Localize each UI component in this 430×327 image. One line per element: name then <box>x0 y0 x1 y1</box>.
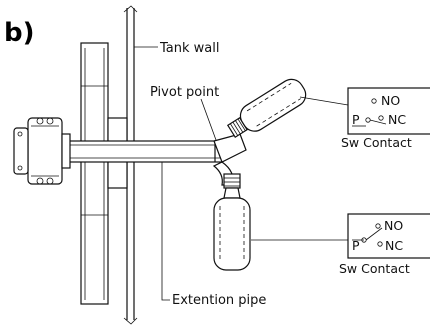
switch-p-label-upper: P <box>352 112 360 127</box>
panel-label: b) <box>4 18 35 48</box>
tank-wall-label: Tank wall <box>159 41 219 56</box>
switch-title-lower: Sw Contact <box>339 261 410 276</box>
junction-box <box>13 117 71 185</box>
flange <box>80 42 128 305</box>
extension-pipe-leader <box>161 162 170 301</box>
switch-p-label-lower: P <box>352 238 360 253</box>
switch-nc-label-upper: NC <box>388 112 406 127</box>
pivot-point-leader <box>200 98 217 141</box>
extension-pipe-label: Extention pipe <box>172 293 266 308</box>
pivot-joint <box>212 133 247 186</box>
switch-contact-lower: NO P NC Sw Contact <box>339 213 430 276</box>
lower-float <box>213 173 251 271</box>
extension-pipe <box>61 140 223 163</box>
switch-contact-upper: NO P NC Sw Contact <box>341 87 430 150</box>
upper-float-cable <box>299 96 349 106</box>
switch-nc-label-lower: NC <box>385 238 403 253</box>
switch-no-label-lower: NO <box>384 218 403 233</box>
upper-float <box>226 78 307 138</box>
pivot-point-label: Pivot point <box>150 85 219 100</box>
switch-title-upper: Sw Contact <box>341 135 412 150</box>
switch-no-label-upper: NO <box>381 93 400 108</box>
